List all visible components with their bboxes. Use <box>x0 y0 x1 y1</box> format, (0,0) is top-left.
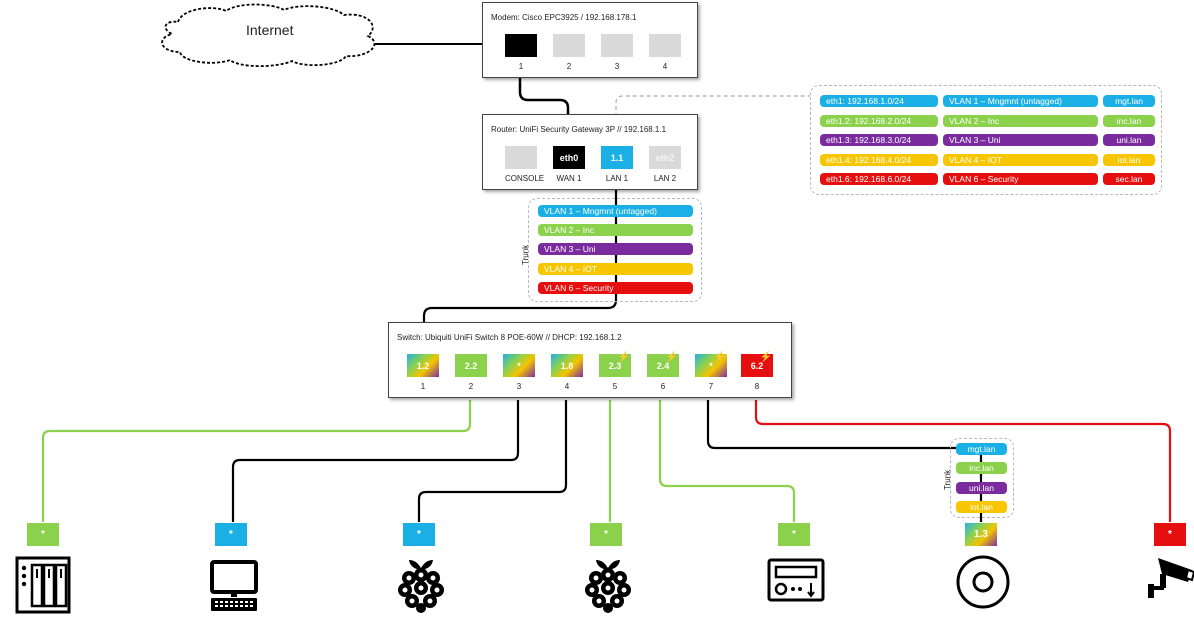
modem-port-number: 1 <box>518 62 524 71</box>
computer-icon <box>210 560 258 611</box>
router-switch-cable <box>422 168 618 352</box>
modem-port-number: 2 <box>566 62 572 71</box>
modem-port-1[interactable] <box>505 34 537 57</box>
security-camera-icon <box>1148 558 1194 598</box>
router-port-4[interactable]: eth2 <box>649 146 681 169</box>
modem-port-3[interactable] <box>601 34 633 57</box>
device-tag[interactable]: * <box>403 523 435 546</box>
vlan-table-name: VLAN 4 – IOT <box>943 153 1098 166</box>
trunk-vlan-pill: VLAN 3 – Uni <box>538 243 693 256</box>
port7-wire <box>706 400 983 522</box>
trunk-vlan-pill: VLAN 2 – Inc <box>538 224 693 237</box>
router-title: Router: UniFi Security Gateway 3P // 192… <box>491 125 667 134</box>
port3-wire <box>231 400 520 522</box>
vlan-table-domain: sec.lan <box>1103 173 1155 185</box>
port1-wire <box>41 400 472 522</box>
vlan-table-name: VLAN 6 – Security <box>943 173 1098 185</box>
port8-wire <box>754 400 1172 522</box>
ap-trunk-vlan-pill: inc.lan <box>956 462 1007 475</box>
vlan-table-domain: mgt.lan <box>1103 95 1155 107</box>
switch-port-number: 4 <box>564 382 570 391</box>
vlan-table-domain: inc.lan <box>1103 114 1155 127</box>
router-port-number: LAN 2 <box>653 174 677 183</box>
device-tag[interactable]: * <box>778 523 810 546</box>
modem-box: Modem: Cisco EPC3925 / 192.168.178.1 1 2 3… <box>482 2 698 78</box>
router-port-1[interactable] <box>505 146 537 169</box>
device-tag[interactable]: * <box>27 523 59 546</box>
switch-port-number: 1 <box>420 382 426 391</box>
router-table-connector <box>615 95 810 131</box>
switch-port-number: 7 <box>708 382 714 391</box>
raspberry-pi-icon <box>585 560 631 613</box>
switch-title: Switch: Ubiquiti UniFi Switch 8 POE-60W … <box>397 333 622 342</box>
trunk-vlan-pill: VLAN 6 – Security <box>538 281 693 294</box>
switch-port-7[interactable]: *⚡ <box>695 352 727 377</box>
vlan-table-iface: eth1.6: 192.168.6.0/24 <box>820 173 938 185</box>
vlan-table-iface: eth1.3: 192.168.3.0/24 <box>820 134 938 146</box>
device-tag[interactable]: * <box>1154 523 1186 546</box>
router-port-3[interactable]: 1.1 <box>601 146 633 169</box>
modem-port-number: 4 <box>662 62 668 71</box>
bolt-crossed-icon: ⚡ <box>665 352 678 363</box>
ap-trunk-label: Trunk <box>943 469 952 490</box>
trunk-vlan-pill: VLAN 4 – IOT <box>538 262 693 275</box>
modem-router-cable <box>518 78 570 146</box>
device-tag[interactable]: * <box>590 523 622 546</box>
internet-label: Internet <box>246 22 294 38</box>
port4-wire <box>417 400 568 522</box>
switch-port-3[interactable]: * <box>503 354 535 377</box>
bolt-icon: ⚡ <box>759 352 772 363</box>
radio-receiver-icon <box>767 558 825 602</box>
switch-port-number: 8 <box>754 382 760 391</box>
ap-trunk-vlan-pill: uni.lan <box>956 481 1007 494</box>
router-port-2[interactable]: eth0 <box>553 146 585 169</box>
switch-port-2[interactable]: 2.2 <box>455 354 487 377</box>
switch-box: Switch: Ubiquiti UniFi Switch 8 POE-60W … <box>388 322 792 398</box>
bolt-icon: ⚡ <box>713 352 726 363</box>
vlan-table-name: VLAN 2 – Inc <box>943 114 1098 127</box>
switch-port-number: 5 <box>612 382 618 391</box>
switch-port-number: 3 <box>516 382 522 391</box>
ap-trunk-group <box>950 438 1014 518</box>
vlan-table-domain: iot.lan <box>1103 153 1155 166</box>
vlan-table-iface: eth1.2: 192.168.2.0/24 <box>820 114 938 127</box>
vlan-table-name: VLAN 3 – Uni <box>943 134 1098 146</box>
vlan-table-domain: uni.lan <box>1103 134 1155 146</box>
switch-port-number: 6 <box>660 382 666 391</box>
modem-title: Modem: Cisco EPC3925 / 192.168.178.1 <box>491 13 637 22</box>
vlan-table-name: VLAN 1 – Mngmnt (untagged) <box>943 95 1098 107</box>
switch-port-5[interactable]: 2.3⚡ <box>599 352 631 377</box>
router-port-number: LAN 1 <box>605 174 629 183</box>
device-tag[interactable]: 1.3 <box>965 523 997 546</box>
raspberry-pi-icon <box>398 560 444 613</box>
vlan-table-iface: eth1.4: 192.168.4.0/24 <box>820 153 938 166</box>
modem-port-number: 3 <box>614 62 620 71</box>
router-port-number: WAN 1 <box>556 174 582 183</box>
trunk-group <box>528 198 702 302</box>
nas-icon <box>15 556 71 614</box>
switch-port-1[interactable]: 1.2 <box>407 354 439 377</box>
switch-port-8[interactable]: 6.2⚡ <box>741 352 773 377</box>
switch-port-4[interactable]: 1.8 <box>551 354 583 377</box>
trunk-label: Trunk <box>521 244 530 265</box>
vlan-table-iface: eth1: 192.168.1.0/24 <box>820 95 938 107</box>
modem-port-4[interactable] <box>649 34 681 57</box>
switch-port-number: 2 <box>468 382 474 391</box>
device-tag[interactable]: * <box>215 523 247 546</box>
router-box: Router: UniFi Security Gateway 3P // 192… <box>482 114 698 190</box>
modem-port-2[interactable] <box>553 34 585 57</box>
ap-trunk-vlan-pill: iot.lan <box>956 500 1007 513</box>
switch-port-6[interactable]: 2.4⚡ <box>647 352 679 377</box>
ap-trunk-vlan-pill: mgt.lan <box>956 443 1007 455</box>
internet-cloud <box>161 3 376 67</box>
vlan-table-group <box>810 85 1162 195</box>
bolt-crossed-icon: ⚡ <box>617 352 630 363</box>
router-port-number: CONSOLE <box>505 174 545 183</box>
access-point-icon <box>956 555 1010 609</box>
port6-wire <box>658 400 796 522</box>
trunk-vlan-pill: VLAN 1 – Mngmnt (untagged) <box>538 205 693 217</box>
